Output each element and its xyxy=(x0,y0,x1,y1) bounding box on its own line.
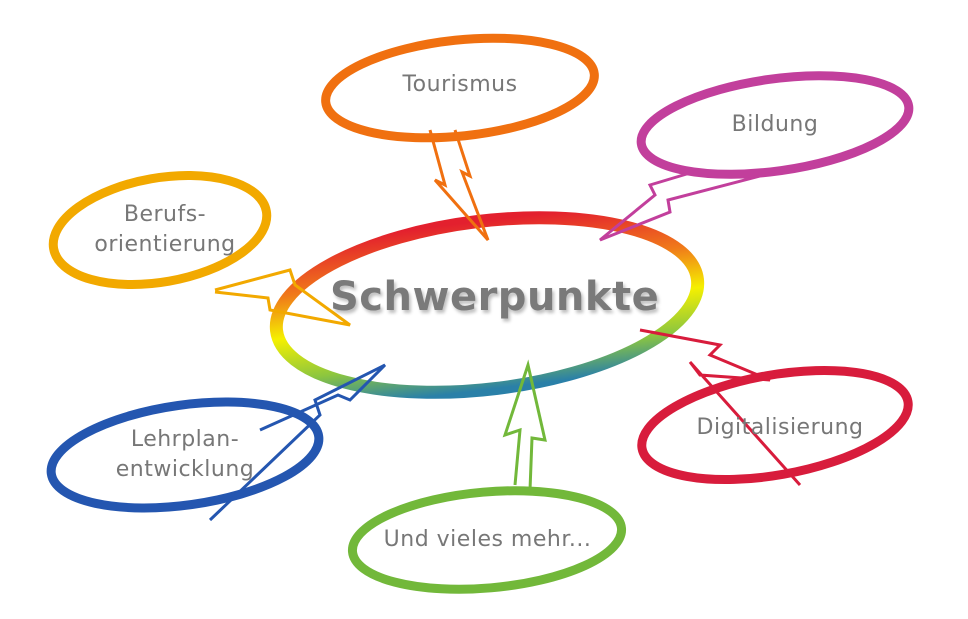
node-label-lehrplanentwicklung: Lehrplan- entwicklung xyxy=(100,425,270,485)
node-label-berufsorientierung: Berufs- orientierung xyxy=(80,200,250,260)
center-ellipse xyxy=(269,211,705,399)
lehrplanentwicklung-bubble xyxy=(46,363,387,522)
center-title: Schwerpunkte xyxy=(330,274,660,320)
berufsorientierung-bubble xyxy=(48,170,351,327)
bildung-bubble xyxy=(599,71,914,242)
mehr-bubble xyxy=(347,359,627,594)
arrow-icon xyxy=(428,129,490,241)
label-line-2: entwicklung xyxy=(115,457,255,482)
arrow-icon xyxy=(502,359,547,491)
node-label-tourismus: Tourismus xyxy=(402,72,518,97)
label-line-2: orientierung xyxy=(94,232,236,257)
arrow-icon xyxy=(208,363,387,522)
tourismus-bubble xyxy=(321,33,599,241)
label-line-1: Berufs- xyxy=(123,202,207,227)
arrow-icon xyxy=(214,268,351,327)
node-label-digitalisierung: Digitalisierung xyxy=(696,415,864,440)
label-line-1: Lehrplan- xyxy=(130,427,240,452)
digitalisierung-bubble xyxy=(637,328,913,486)
node-label-bildung: Bildung xyxy=(731,112,819,137)
arrow-icon xyxy=(599,148,861,242)
node-label-mehr: Und vieles mehr... xyxy=(383,527,592,552)
arrow-icon xyxy=(639,328,802,486)
